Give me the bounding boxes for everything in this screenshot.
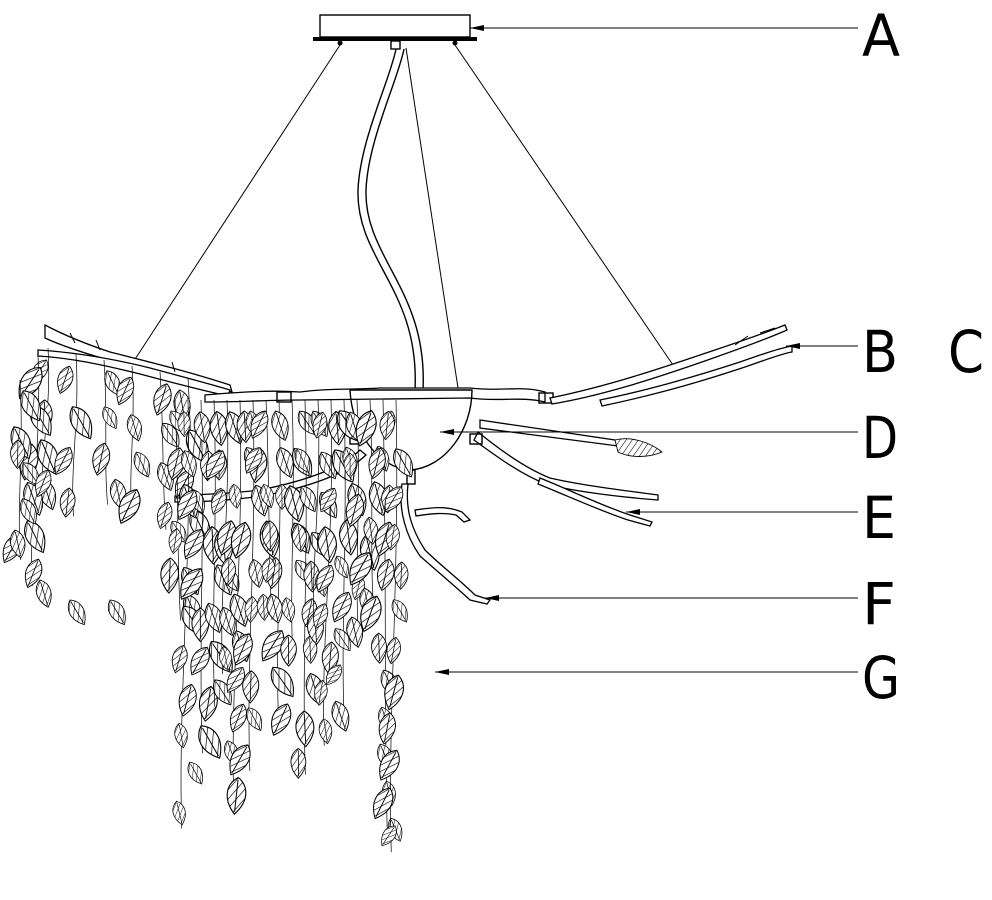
callout-label-b: B [862, 318, 898, 386]
leaf-icon [337, 518, 361, 557]
leaf-icon [129, 448, 156, 481]
ceiling-canopy [313, 14, 477, 50]
leaf-icon [279, 595, 298, 624]
callout-leaders [435, 25, 858, 675]
leaf-icon [264, 661, 301, 703]
callout-label-e: E [862, 484, 896, 552]
leaf-icon [32, 577, 56, 610]
leaf-icon [123, 412, 146, 444]
leaf-icon [63, 401, 100, 444]
leaf-icon [159, 557, 180, 595]
leaf-icon [267, 408, 294, 444]
callout-label-g: G [862, 644, 900, 712]
leaf-icon [388, 444, 420, 482]
callout-label-f: F [862, 570, 896, 638]
central-arm [204, 387, 554, 404]
leaf-icon [103, 595, 132, 629]
leaf-icon [183, 758, 208, 788]
leaf-icon [290, 747, 307, 779]
leaf-icon [98, 403, 122, 432]
side-branch [469, 419, 663, 527]
suspension-cables [127, 44, 676, 391]
leaf-icon [317, 717, 335, 746]
hanging-leaves [0, 347, 420, 853]
callout-label-c: C [948, 318, 984, 386]
leaf-icon [88, 440, 114, 478]
leaf-icon [167, 642, 191, 676]
callout-labels: A B C D E F G [862, 2, 984, 712]
leaf-wire [213, 399, 216, 707]
upper-branch-right [549, 324, 793, 407]
leaf-icon [170, 799, 189, 827]
upper-branch-left [37, 323, 233, 397]
leaf-icon [52, 363, 77, 397]
callout-label-d: D [862, 404, 898, 472]
leaf-icon [265, 699, 297, 740]
leaf-icon [393, 561, 409, 590]
leaf-icon [172, 721, 190, 750]
leaf-icon [63, 595, 91, 629]
leaf-icon [383, 635, 404, 666]
leaf-icon [224, 775, 249, 816]
leaf-icon [327, 698, 354, 735]
leaf-icon [387, 596, 413, 626]
leaf-icon [174, 681, 201, 719]
leaf-icon [294, 709, 316, 748]
callout-label-a: A [862, 2, 900, 70]
leaf-icon [57, 486, 78, 519]
leaf-icon [370, 632, 388, 664]
leaf-icon [192, 720, 229, 764]
leaf-wire [174, 399, 181, 621]
leaf-icon [280, 634, 297, 667]
